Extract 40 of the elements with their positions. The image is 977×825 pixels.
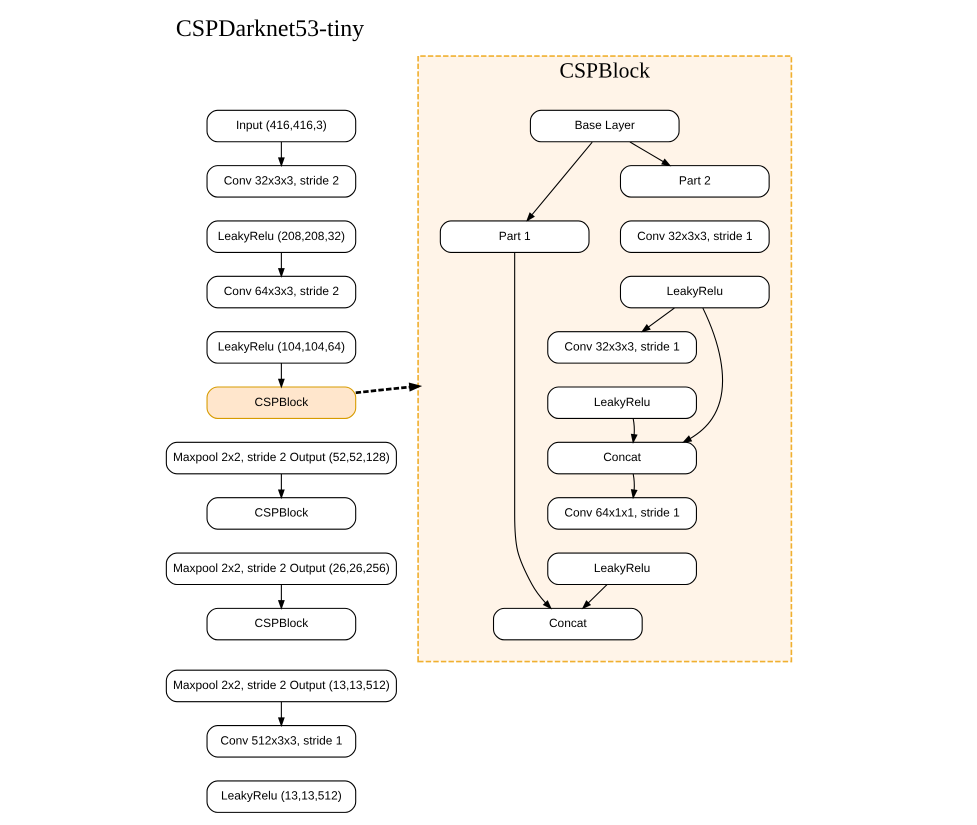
arrow (630, 141, 672, 166)
node-box: Input (416,416,3) (206, 110, 356, 142)
node-box: LeakyRelu (547, 386, 697, 420)
node-box: Maxpool 2x2, stride 2 Output (52,52,128) (166, 442, 397, 474)
node-box: Concat (547, 442, 697, 474)
node-box: Conv 512x3x3, stride 1 (206, 725, 356, 758)
node-box: Concat (492, 608, 643, 640)
arrow (526, 142, 593, 222)
diagram-title: CSPDarknet53-tiny (176, 16, 364, 42)
node-box: Conv 64x1x1, stride 1 (547, 497, 697, 530)
node-box: CSPBlock (206, 386, 356, 420)
arrow (278, 142, 285, 168)
arrow (278, 474, 285, 500)
node-box: LeakyRelu (208,208,32) (206, 220, 356, 253)
arrow (356, 382, 422, 394)
node-box: LeakyRelu (547, 552, 697, 586)
node-box: Maxpool 2x2, stride 2 Output (26,26,256) (166, 552, 397, 586)
node-box: Base Layer (530, 110, 680, 142)
node-box: Maxpool 2x2, stride 2 Output (13,13,512) (166, 670, 397, 702)
arrow (278, 702, 285, 728)
node-box: Conv 64x3x3, stride 2 (206, 276, 356, 308)
arrow (630, 418, 638, 444)
node-box: Conv 32x3x3, stride 1 (620, 220, 770, 253)
node-box: LeakyRelu (13,13,512) (206, 780, 356, 813)
arrow (682, 308, 724, 443)
node-box: LeakyRelu (620, 276, 770, 308)
arrow (278, 584, 285, 610)
node-box: CSPBlock (206, 608, 356, 640)
node-box: Part 1 (440, 220, 590, 253)
node-box: Part 2 (620, 165, 770, 198)
arrow (582, 584, 608, 610)
arrow (640, 308, 675, 333)
node-box: CSPBlock (206, 497, 356, 530)
node-box: LeakyRelu (104,104,64) (206, 331, 356, 364)
arrow (278, 363, 285, 389)
node-box: Conv 32x3x3, stride 1 (547, 331, 697, 364)
arrow (278, 252, 285, 278)
arrow (514, 252, 552, 610)
arrow (630, 474, 638, 500)
node-box: Conv 32x3x3, stride 2 (206, 165, 356, 198)
